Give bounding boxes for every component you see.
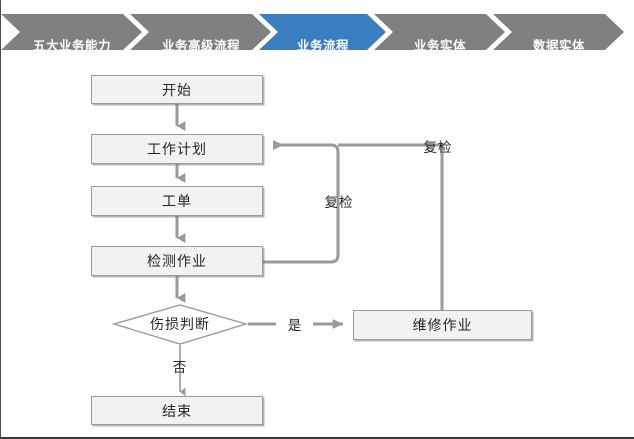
edge-repair-plan-recheck (338, 143, 444, 310)
breadcrumb-item-2[interactable]: 业务流程 (296, 39, 349, 53)
edge-label-no: 否 (172, 360, 188, 375)
node-workorder[interactable]: 工单 (91, 186, 263, 216)
node-decision-shape (111, 304, 249, 345)
node-start[interactable]: 开始 (91, 75, 263, 104)
node-inspect-label: 检测作业 (147, 253, 207, 269)
node-workorder-label: 工单 (162, 193, 192, 209)
breadcrumb-chevron-4 (493, 14, 624, 50)
node-plan[interactable]: 工作计划 (91, 134, 263, 164)
edge-label-recheck-inner: 复检 (324, 195, 354, 210)
breadcrumb-chevron-1 (130, 14, 271, 50)
node-plan-label: 工作计划 (147, 141, 207, 157)
breadcrumb-chevron-0 (1, 14, 142, 50)
edge-label-yes: 是 (287, 318, 303, 333)
node-end[interactable]: 结束 (91, 396, 263, 425)
node-start-label: 开始 (162, 81, 192, 98)
breadcrumb-item-3[interactable]: 业务实体 (413, 39, 466, 53)
breadcrumb-chevron-2 (259, 14, 386, 50)
breadcrumb-item-1[interactable]: 业务高级流程 (161, 39, 240, 53)
node-repair[interactable]: 维修作业 (353, 310, 532, 340)
node-inspect[interactable]: 检测作业 (91, 246, 263, 276)
node-end-label: 结束 (162, 402, 192, 419)
breadcrumb: 五大业务能力 业务高级流程 业务流程 业务实体 数据实体 (1, 14, 634, 53)
node-repair-label: 维修作业 (412, 317, 473, 333)
breadcrumb-item-4[interactable]: 数据实体 (532, 39, 585, 53)
breadcrumb-chevron-3 (374, 14, 505, 50)
edge-inspect-plan-recheck (263, 140, 340, 264)
edge-label-recheck-outer: 复检 (423, 140, 453, 155)
breadcrumb-item-0[interactable]: 五大业务能力 (32, 39, 111, 53)
